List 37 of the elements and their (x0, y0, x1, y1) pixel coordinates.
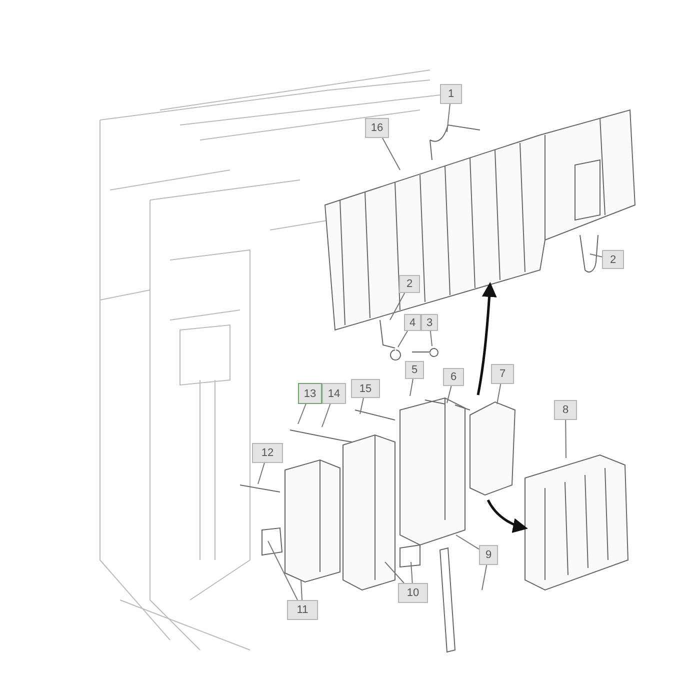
leader-line (446, 104, 450, 132)
callout-number: 3 (421, 314, 438, 331)
leader-line (390, 292, 406, 320)
callout-number: 13 (298, 383, 322, 404)
leader-line (384, 562, 404, 584)
leader-line (410, 562, 413, 584)
leader-line (360, 398, 364, 414)
leader-line (446, 386, 452, 404)
leader-line (410, 378, 414, 396)
callout-number: 2 (399, 275, 420, 293)
callout-number: 7 (491, 364, 514, 384)
leader-line (298, 404, 306, 424)
callout-number: 10 (398, 583, 428, 603)
callout-number: 16 (365, 118, 389, 138)
callout-number: 8 (554, 400, 577, 420)
leader-line (322, 404, 331, 428)
leader-line (300, 580, 302, 600)
callout-number: 6 (443, 368, 464, 386)
leader-line (398, 330, 408, 348)
callout-number: 14 (322, 383, 346, 404)
callout-number: 15 (351, 379, 380, 398)
callout-number: 5 (405, 361, 424, 379)
callout-number: 9 (479, 545, 498, 565)
leader-line (258, 462, 265, 484)
callout-number: 1 (440, 84, 462, 104)
leader-line (590, 254, 602, 258)
callout-number: 11 (287, 600, 318, 620)
leader-line (382, 138, 400, 170)
callout-number: 4 (404, 314, 421, 331)
leader-line (565, 420, 566, 458)
leader-line (496, 384, 502, 404)
leader-line (482, 564, 488, 590)
callout-number: 12 (252, 443, 283, 463)
leader-line (456, 534, 480, 550)
leader-line (430, 330, 432, 346)
leader-line (268, 540, 298, 600)
callout-number: 2 (602, 250, 624, 269)
